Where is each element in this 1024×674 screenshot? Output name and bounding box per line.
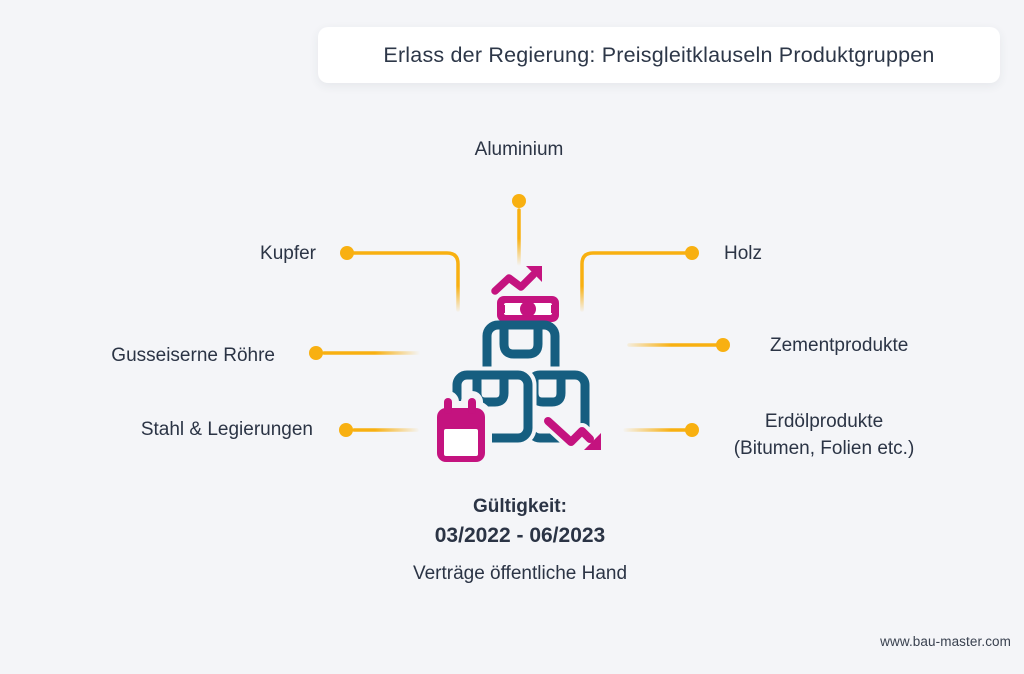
validity-range: 03/2022 - 06/2023: [434, 524, 606, 547]
label-aluminium: Aluminium: [474, 139, 564, 160]
connector-gusseiserne: [309, 346, 421, 360]
label-zementprodukte: Zementprodukte: [770, 335, 909, 356]
validity-note: Verträge öffentliche Hand: [412, 563, 628, 584]
website-url: www.bau-master.com: [880, 634, 1011, 649]
label-stahl-legierungen: Stahl & Legierungen: [140, 419, 313, 440]
validity-block: Gültigkeit: 03/2022 - 06/2023 Verträge ö…: [320, 494, 720, 587]
page-title: Erlass der Regierung: Preisgleitklauseln…: [383, 42, 935, 67]
connector-erdoel: [623, 423, 699, 437]
label-kupfer: Kupfer: [260, 243, 316, 264]
connector-aluminium: [512, 194, 526, 266]
connector-dot: [339, 423, 353, 437]
connector-dot: [340, 246, 354, 260]
connector-dot: [716, 338, 730, 352]
trend-up-arrowhead: [526, 266, 542, 282]
trend-down-arrow-icon: [540, 413, 601, 450]
calendar-icon: [430, 391, 492, 469]
connector-dot: [512, 194, 526, 208]
label-gusseiserne-roehre: Gusseiserne Röhre: [111, 345, 275, 366]
connector-dot: [309, 346, 323, 360]
stacked-packages-icon: [430, 266, 601, 469]
label-erdoelprodukte: Erdölprodukte (Bitumen, Folien etc.): [699, 408, 949, 462]
title-card: Erlass der Regierung: Preisgleitklauseln…: [318, 27, 1000, 83]
money-trend-up-icon: [491, 266, 559, 322]
connector-dot: [685, 423, 699, 437]
connector-stahl: [339, 423, 419, 437]
connector-dot: [685, 246, 699, 260]
label-holz: Holz: [724, 243, 763, 264]
connector-zement: [627, 338, 730, 352]
validity-heading: Gültigkeit:: [473, 496, 567, 517]
trend-down-arrowhead: [584, 433, 601, 450]
label-erdoelprodukte-main: Erdölprodukte: [764, 411, 884, 432]
label-erdoelprodukte-sub: (Bitumen, Folien etc.): [733, 438, 915, 459]
